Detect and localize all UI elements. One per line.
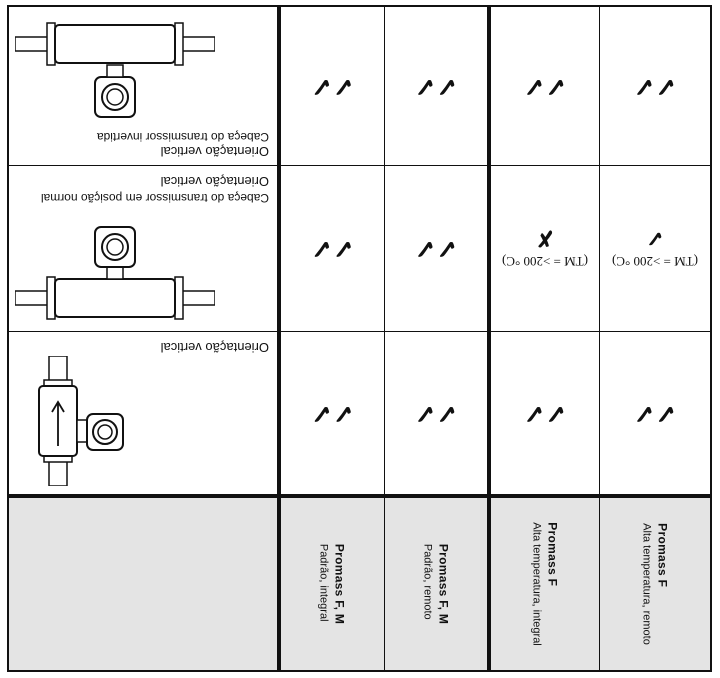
matrix-cell: (TM = >200 °C) ✗ — [491, 166, 599, 331]
matrix-cell: ✓✓ — [491, 7, 599, 165]
check-mark: ✓✓ — [310, 233, 355, 264]
check-mark: ✓✓ — [414, 398, 458, 428]
check-mark: ✓ — [645, 225, 665, 251]
cross-mark: ✗ — [535, 225, 555, 251]
column-title: Promass F — [655, 523, 670, 588]
column-subtitle: Padrão, integral — [318, 543, 330, 622]
flowmeter-icon — [15, 22, 215, 118]
column-title: Promass F, M — [436, 543, 451, 625]
flowmeter-icon — [38, 356, 124, 486]
matrix-cell: ✓✓ — [600, 332, 710, 494]
orientation-label: Orientação vertical — [160, 174, 269, 189]
check-mark: ✓✓ — [633, 71, 677, 101]
matrix-cell: ✓✓ — [600, 7, 710, 165]
orientation-label: Orientação vertical — [160, 144, 269, 159]
column-subtitle: Alta temperatura, remoto — [640, 523, 653, 645]
orientation-cell: Orientação vertical — [9, 332, 277, 494]
orientation-note: Cabeça do transmissor invertida — [96, 130, 269, 144]
check-mark: ✓✓ — [633, 398, 677, 428]
matrix-cell: (TM = >200 °C) ✓ — [600, 166, 710, 331]
column-title: Promass F, M — [333, 543, 347, 625]
orientation-cell: Cabeça do transmissor em posição normal O… — [9, 166, 277, 331]
flowmeter-icon — [15, 226, 215, 320]
check-mark: ✓✓ — [310, 398, 355, 428]
matrix-cell: ✓✓ — [491, 332, 599, 494]
arrow-down-icon — [51, 400, 65, 446]
temperature-note: (TM = >200 °C) — [612, 254, 698, 269]
check-mark: ✓✓ — [414, 233, 458, 264]
matrix-cell: ✓✓ — [281, 166, 384, 331]
orientation-note: Cabeça do transmissor em posição normal — [40, 191, 269, 205]
matrix-cell: ✓✓ — [281, 332, 384, 494]
column-subtitle: Alta temperatura, integral — [530, 522, 543, 646]
column-subtitle: Padrão, remoto — [421, 543, 434, 620]
temperature-note: (TM = >200 °C) — [502, 254, 588, 269]
orientation-label: Orientação vertical — [160, 340, 269, 355]
matrix-cell: ✓✓ — [385, 166, 487, 331]
header-corner — [9, 498, 277, 670]
matrix-cell: ✓✓ — [385, 7, 487, 165]
matrix-cell: ✓✓ — [281, 7, 384, 165]
matrix-cell: ✓✓ — [385, 332, 487, 494]
check-mark: ✓✓ — [523, 71, 567, 101]
check-mark: ✓✓ — [523, 398, 567, 428]
check-mark: ✓✓ — [414, 71, 458, 101]
check-mark: ✓✓ — [310, 71, 355, 101]
column-title: Promass F — [545, 522, 560, 587]
